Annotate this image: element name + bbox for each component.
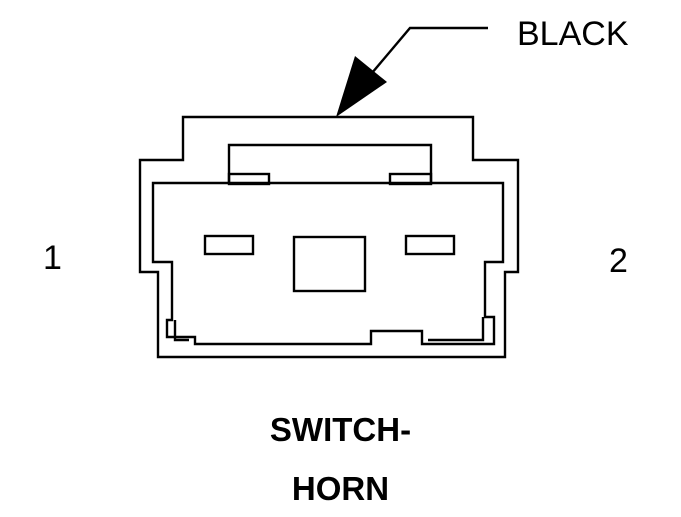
caption-line-1: SWITCH- [269, 411, 412, 448]
connector-outer-housing [138, 115, 520, 359]
pin-1-label: 1 [43, 239, 62, 277]
pin-2-terminal [404, 234, 456, 256]
connector-inner-detail [173, 317, 485, 342]
pin-1-terminal [203, 234, 255, 256]
callout-arrowhead [336, 56, 387, 117]
connector-inner-cavity [151, 181, 505, 346]
connector-latch [227, 143, 433, 183]
pin-2-label: 2 [609, 242, 628, 280]
caption-line-2: HORN [291, 470, 390, 507]
wire-color-label: BLACK [517, 15, 629, 53]
center-key [292, 235, 367, 293]
